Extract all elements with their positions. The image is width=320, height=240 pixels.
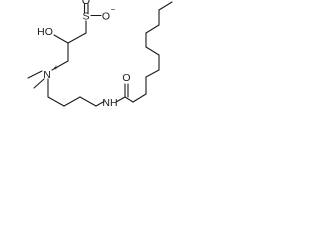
anion-charge: − [111,5,116,14]
atom-amide-oxygen: O [122,72,130,84]
atom-amide-nitrogen: NH [102,97,117,109]
bond-ch2-n-plus [51,60,69,71]
bond-propyl-2 [63,96,81,107]
bond-chain-6 [145,46,160,56]
bond-lines [27,1,173,107]
atom-hydroxyl: HO [37,26,53,38]
chemical-structure: O S O − HO N + NH O [27,0,173,109]
bond-chain-10 [158,1,173,11]
ammonium-charge: + [54,63,59,72]
bond-ch2-nh [95,100,105,107]
bond-chain-2 [132,93,147,103]
bond-propyl-1 [47,96,65,107]
bond-chain-8 [145,24,160,34]
bond-propyl-3 [79,96,97,107]
atom-ammonium-nitrogen: N [43,69,51,81]
bond-n-methyl-1 [27,70,43,79]
atom-oxygen-sulfonyl: O [82,0,90,7]
atom-sulfur: S [82,11,89,23]
bond-n-methyl-2 [33,78,45,89]
atom-oxygen-sulfonate: O [102,11,110,23]
atom-labels: O S O − HO N + NH O [37,0,130,109]
bond-choh-oh [53,34,69,44]
bond-ch2-choh [67,32,87,44]
bond-chain-1 [124,96,134,103]
bond-chain-4 [145,69,160,78]
bond-nh-carbonyl [116,96,126,103]
